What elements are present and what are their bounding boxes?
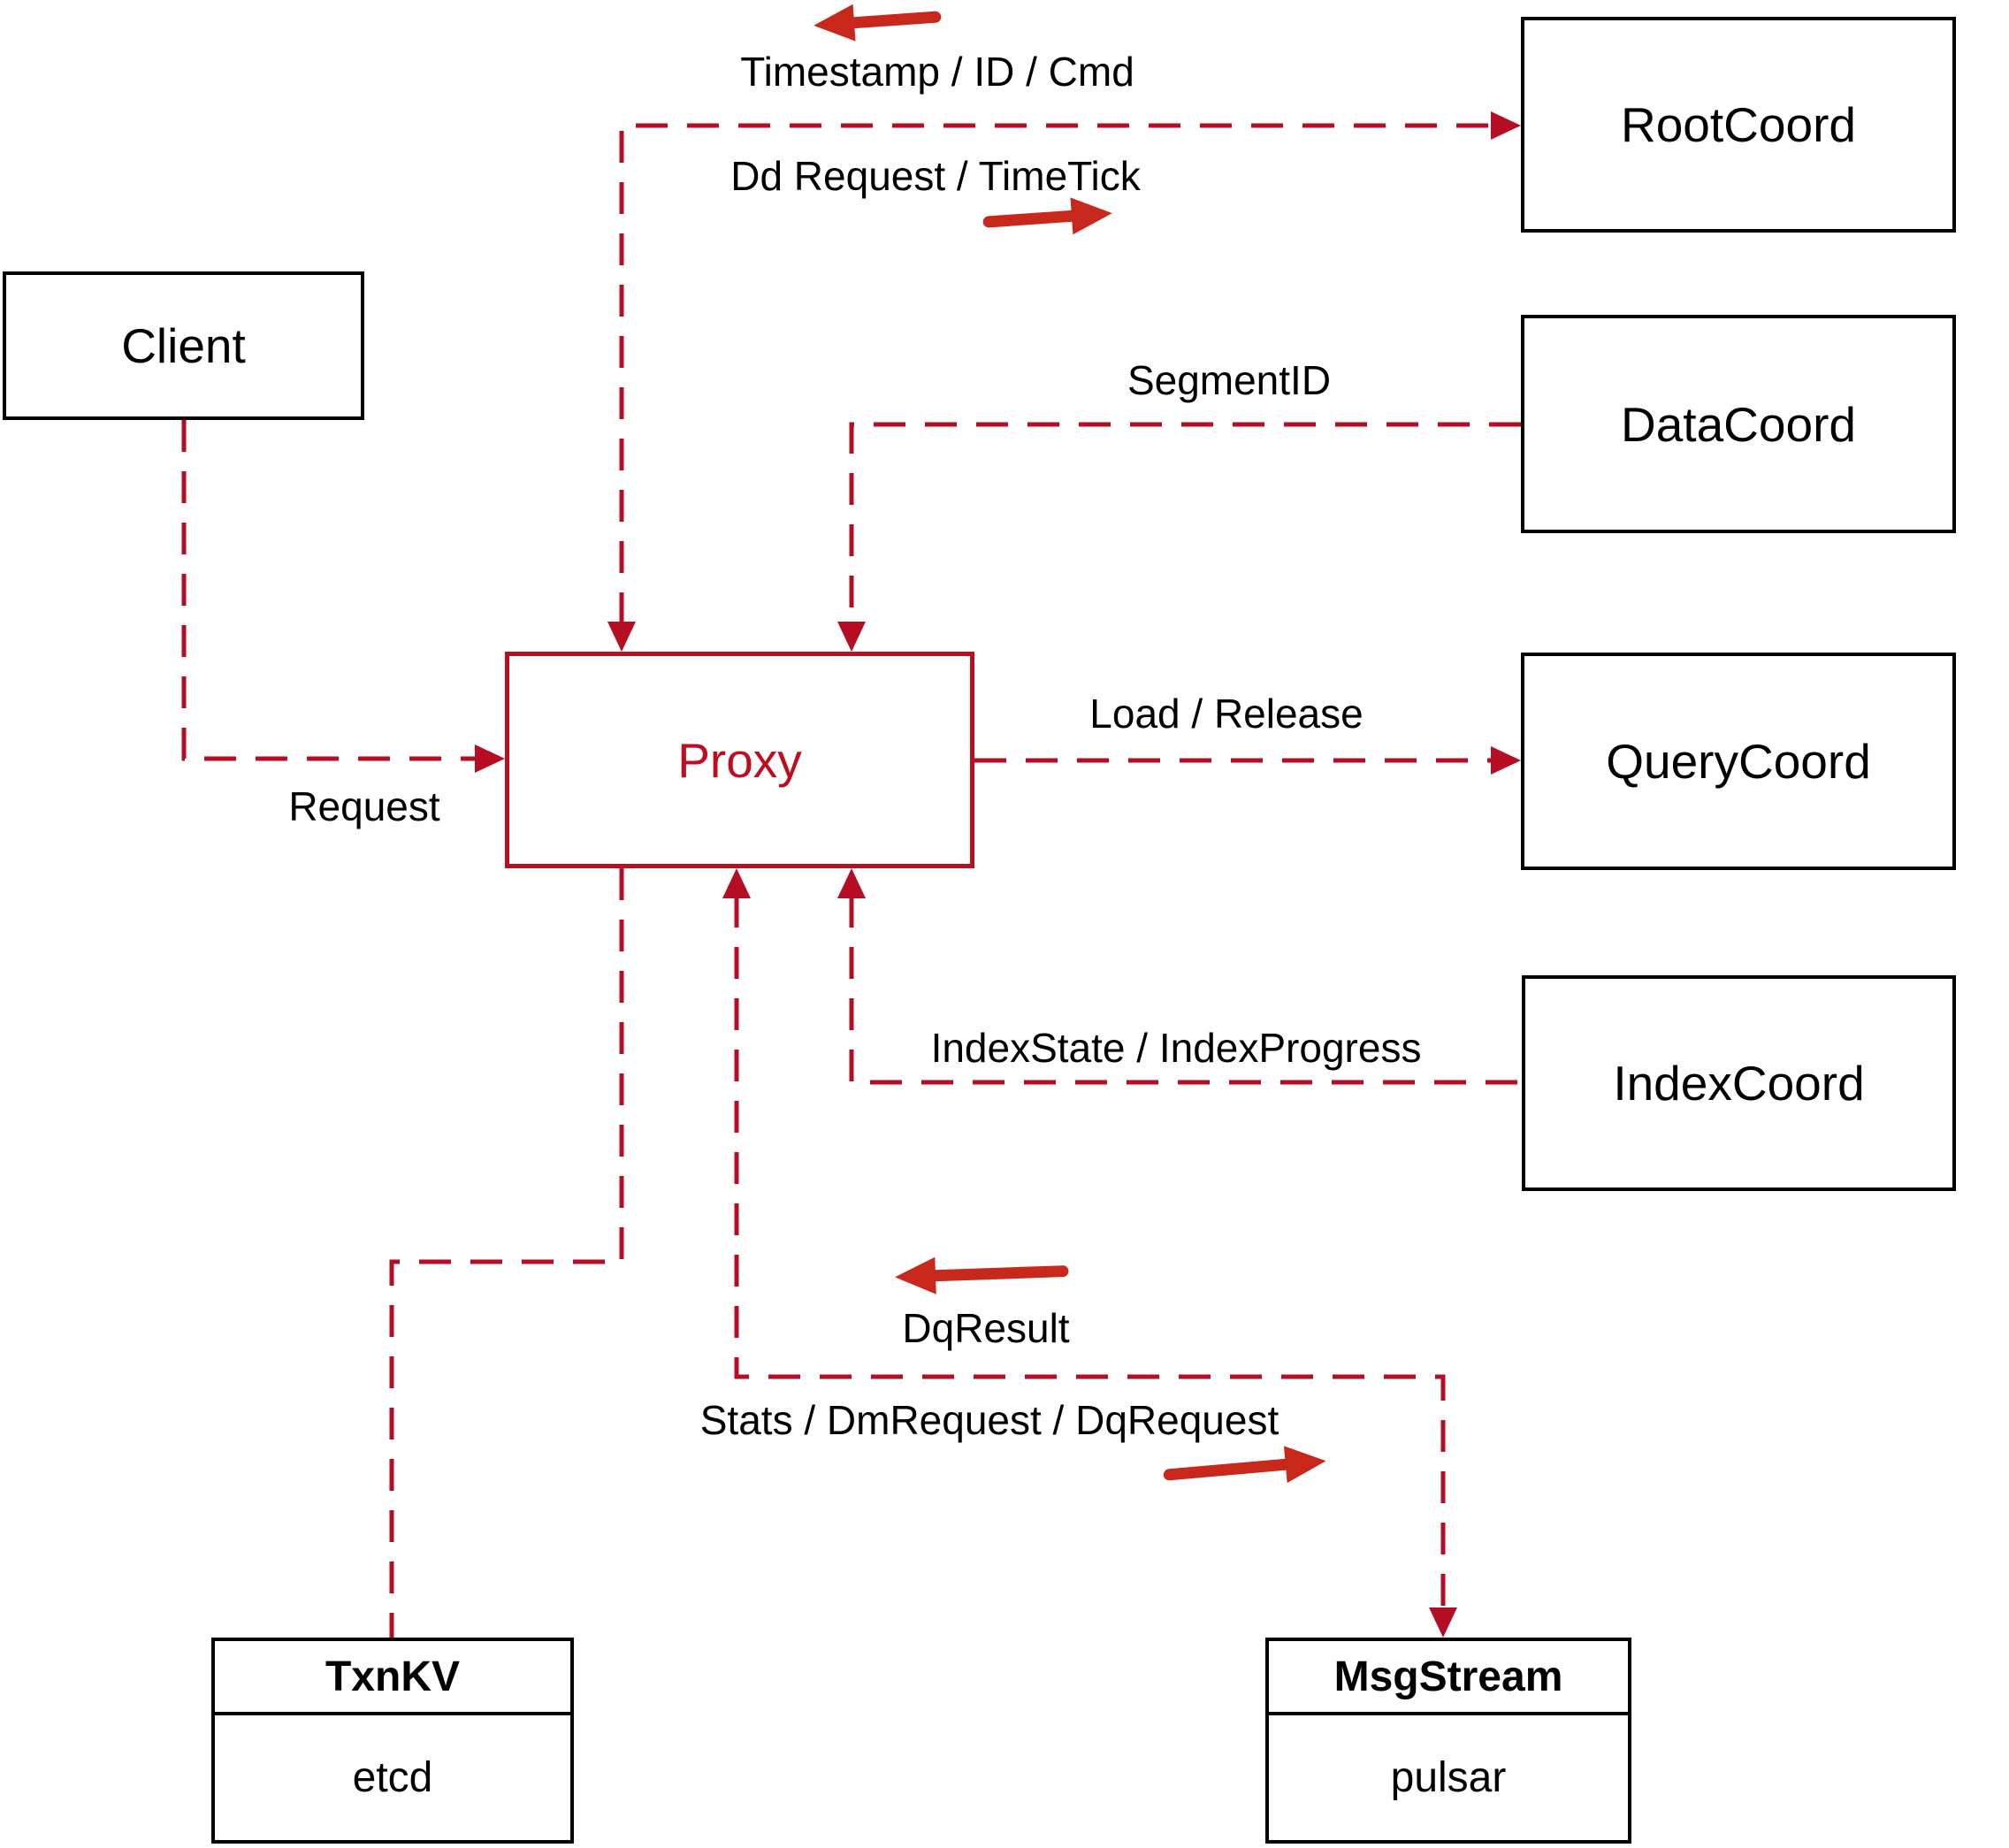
node-txnkv-title: TxnKV	[215, 1641, 570, 1715]
arrowhead-into-proxy-bottom-left	[722, 868, 751, 898]
node-txnkv: TxnKV etcd	[211, 1638, 574, 1844]
arrowhead-into-proxy-bottom-right	[837, 868, 866, 898]
node-client: Client	[3, 271, 364, 420]
edge-proxy-rootcoord	[607, 111, 1521, 652]
node-indexcoord-label: IndexCoord	[1613, 1056, 1865, 1111]
edge-label-stats-dm-dq-request: Stats / DmRequest / DqRequest	[699, 1397, 1279, 1443]
arrowhead-into-querycoord	[1491, 746, 1521, 775]
arrowhead-into-rootcoord	[1491, 111, 1521, 140]
node-msgstream-subtitle: pulsar	[1390, 1754, 1507, 1801]
arrowhead-into-proxy-top-left	[607, 622, 636, 652]
node-msgstream: MsgStream pulsar	[1265, 1638, 1631, 1844]
node-datacoord-label: DataCoord	[1621, 396, 1856, 452]
node-proxy: Proxy	[505, 652, 974, 868]
edge-datacoord-proxy	[837, 422, 1521, 652]
edge-label-dd-request-timetick: Dd Request / TimeTick	[730, 153, 1141, 199]
arrowhead-into-msgstream	[1429, 1607, 1457, 1638]
node-rootcoord: RootCoord	[1521, 17, 1956, 233]
edge-indexcoord-proxy	[837, 868, 1522, 1085]
dq-result-direction-left-arrow	[895, 1256, 1069, 1294]
edge-label-dq-result: DqResult	[902, 1305, 1070, 1351]
edge-proxy-msgstream	[722, 868, 1457, 1638]
node-msgstream-title: MsgStream	[1269, 1641, 1628, 1715]
edge-label-segment-id: SegmentID	[1127, 357, 1332, 403]
stats-direction-right-arrow	[1163, 1446, 1326, 1484]
node-proxy-label: Proxy	[677, 732, 802, 788]
node-txnkv-subtitle: etcd	[352, 1754, 433, 1801]
edge-label-load-release: Load / Release	[1089, 691, 1364, 737]
edge-label-timestamp-id-cmd: Timestamp / ID / Cmd	[740, 49, 1134, 95]
edge-proxy-txnkv	[389, 868, 624, 1638]
edge-proxy-querycoord	[974, 746, 1521, 775]
arrowhead-into-proxy-left	[475, 745, 505, 773]
edge-label-request: Request	[288, 783, 440, 829]
dd-request-direction-right-arrow	[982, 197, 1112, 235]
node-rootcoord-label: RootCoord	[1621, 97, 1856, 152]
edge-label-index-state-progress: IndexState / IndexProgress	[930, 1025, 1422, 1071]
node-querycoord-label: QueryCoord	[1606, 734, 1871, 789]
node-querycoord: QueryCoord	[1521, 653, 1956, 870]
arrowhead-into-proxy-top-right	[837, 622, 866, 652]
node-indexcoord: IndexCoord	[1522, 975, 1956, 1191]
edge-client-proxy	[181, 420, 505, 773]
node-datacoord: DataCoord	[1521, 315, 1956, 533]
node-client-label: Client	[121, 318, 246, 373]
timestamp-direction-left-arrow	[814, 4, 942, 42]
